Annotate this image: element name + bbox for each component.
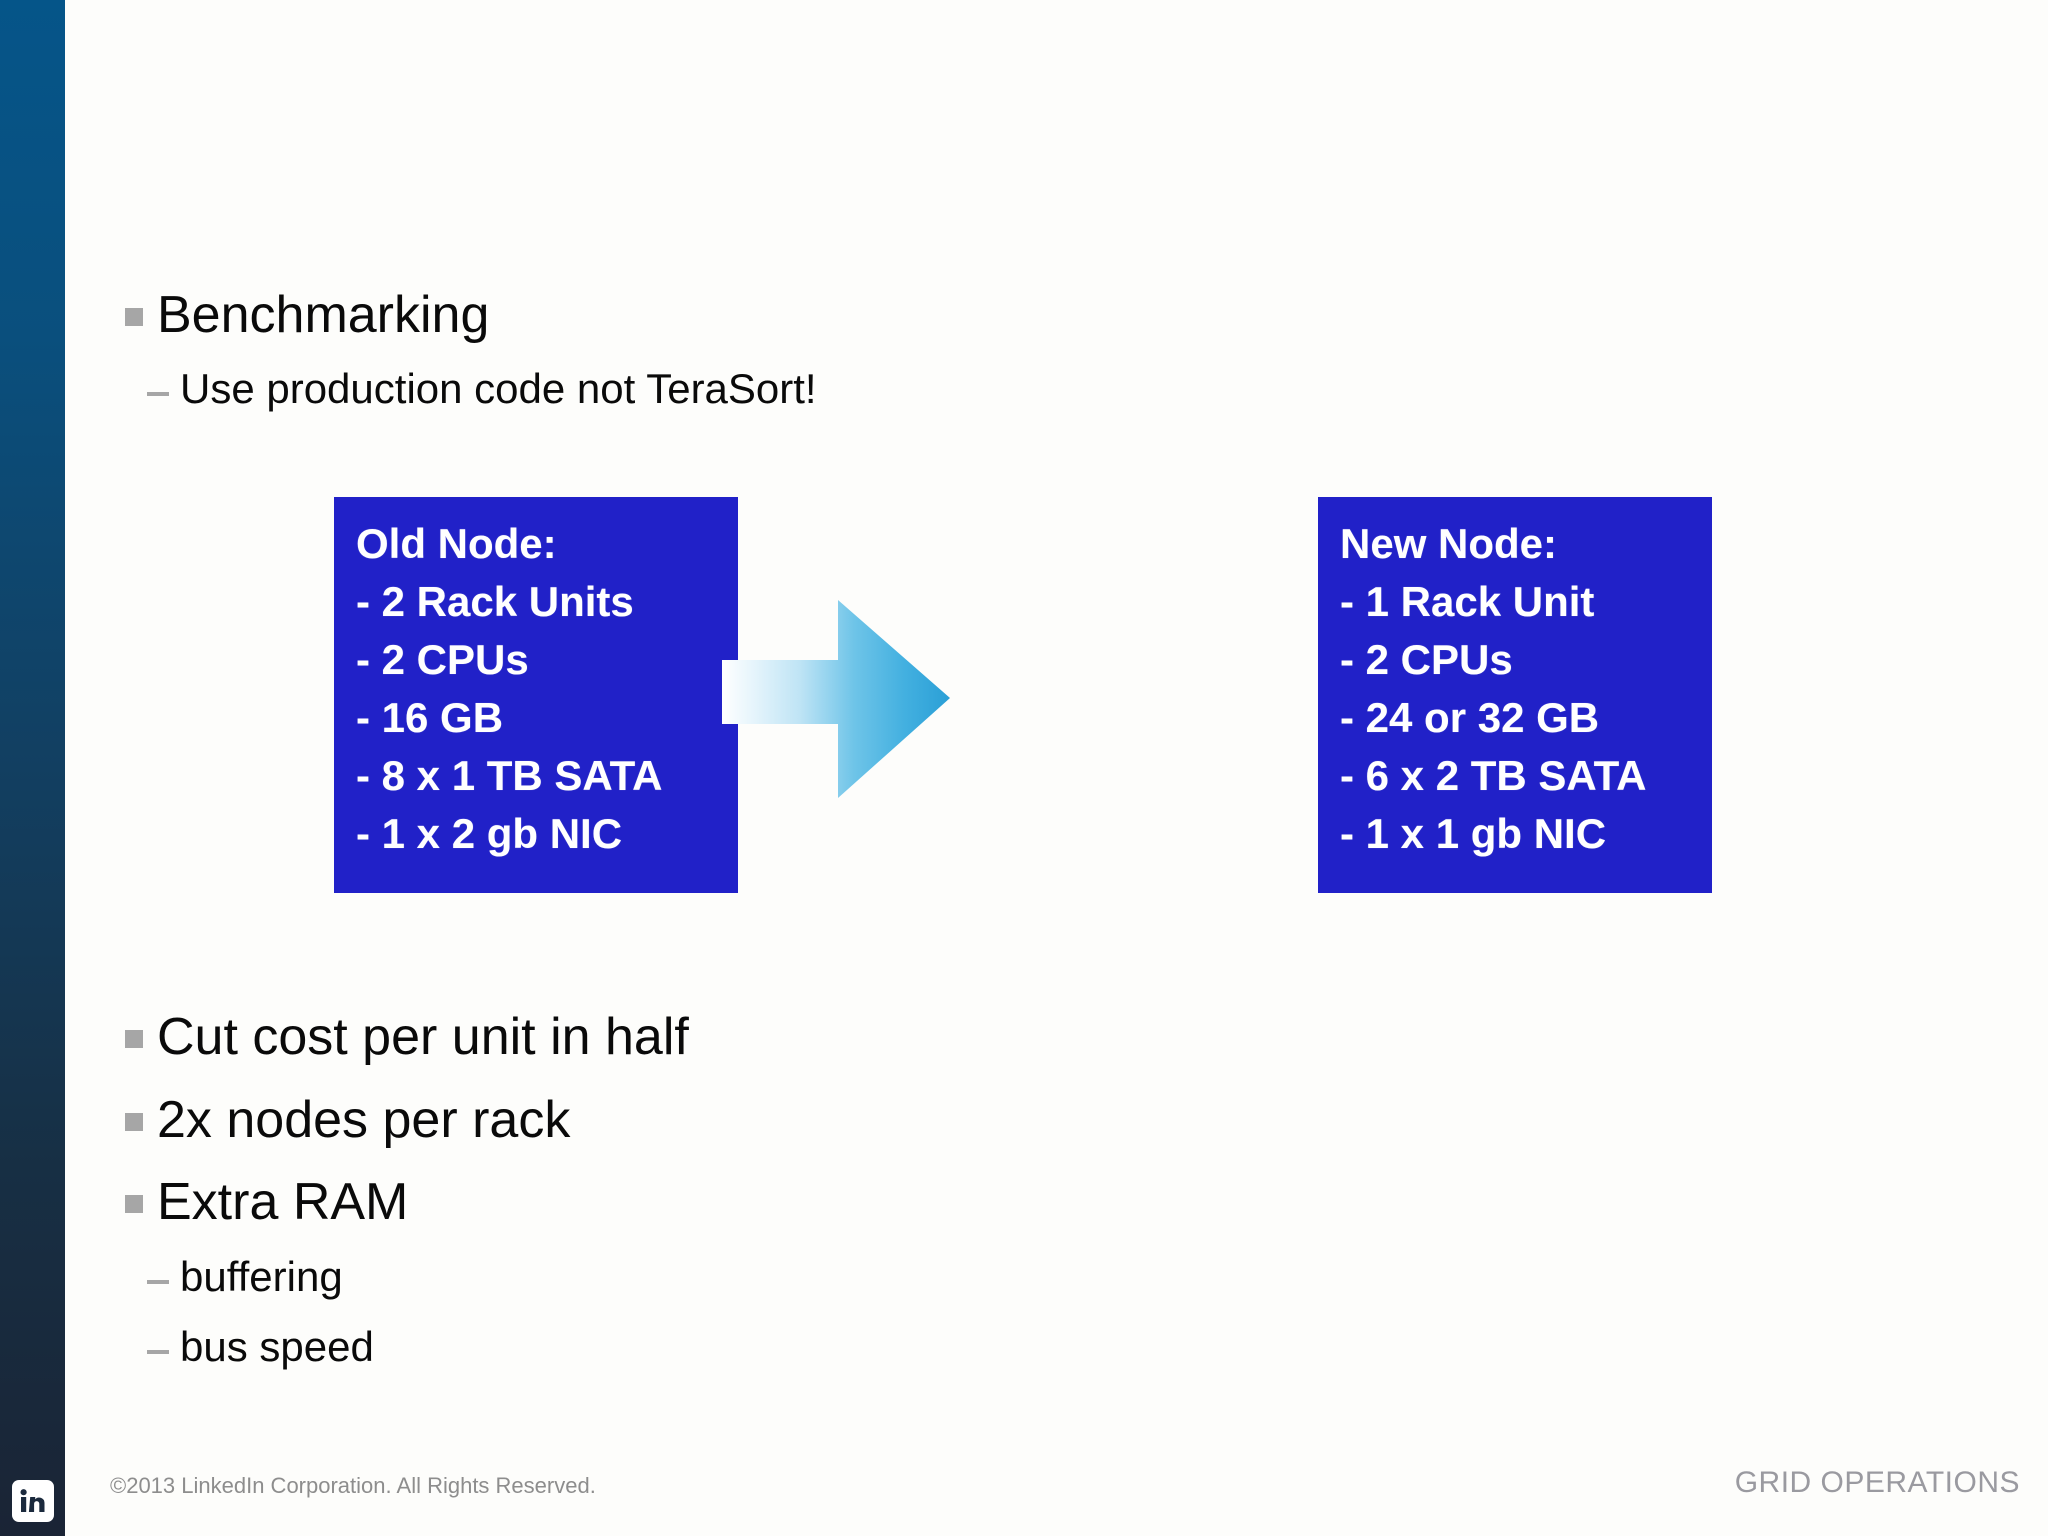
new-node-title: New Node: <box>1340 520 1558 567</box>
new-node-spec-cpu: - 2 CPUs <box>1340 636 1513 683</box>
old-node-spec-rack: - 2 Rack Units <box>356 578 634 625</box>
right-arrow-icon <box>720 598 952 800</box>
bullet-label: buffering <box>180 1253 343 1300</box>
bullet-cut-cost: Cut cost per unit in half <box>125 1008 689 1066</box>
square-bullet-icon <box>125 308 143 326</box>
bullet-label: Extra RAM <box>157 1173 409 1231</box>
new-node-spec-rack: - 1 Rack Unit <box>1340 578 1595 625</box>
square-bullet-icon <box>125 1030 143 1048</box>
new-node-spec-ram: - 24 or 32 GB <box>1340 694 1600 741</box>
linkedin-logo-icon <box>12 1480 54 1522</box>
copyright-notice: ©2013 LinkedIn Corporation. All Rights R… <box>110 1473 596 1498</box>
left-accent-bar <box>0 0 65 1536</box>
bullet-label: Use production code not TeraSort! <box>180 365 817 412</box>
bullet-bus-speed: bus speed <box>147 1324 374 1369</box>
bullet-2x-nodes: 2x nodes per rack <box>125 1091 571 1149</box>
dash-bullet-icon <box>147 392 169 396</box>
bullet-label: Cut cost per unit in half <box>157 1008 689 1066</box>
new-node-spec-disk: - 6 x 2 TB SATA <box>1340 752 1647 799</box>
bullet-label: 2x nodes per rack <box>157 1091 571 1149</box>
old-node-spec-ram: - 16 GB <box>356 694 504 741</box>
new-node-spec-box: New Node: - 1 Rack Unit - 2 CPUs - 24 or… <box>1318 497 1712 893</box>
bullet-benchmarking: Benchmarking <box>125 286 490 344</box>
bullet-extra-ram: Extra RAM <box>125 1173 409 1231</box>
slide-content: Benchmarking Use production code not Ter… <box>65 0 2048 1536</box>
bullet-use-production-code: Use production code not TeraSort! <box>147 366 817 411</box>
bullet-label: bus speed <box>180 1323 374 1370</box>
bullet-label: Benchmarking <box>157 286 490 344</box>
dash-bullet-icon <box>147 1280 169 1284</box>
section-label: GRID OPERATIONS <box>1734 1466 2020 1499</box>
old-node-spec-box: Old Node: - 2 Rack Units - 2 CPUs - 16 G… <box>334 497 738 893</box>
old-node-spec-nic: - 1 x 2 gb NIC <box>356 810 623 857</box>
square-bullet-icon <box>125 1113 143 1131</box>
old-node-spec-disk: - 8 x 1 TB SATA <box>356 752 663 799</box>
old-node-title: Old Node: <box>356 520 557 567</box>
bullet-buffering: buffering <box>147 1254 343 1299</box>
old-node-spec-cpu: - 2 CPUs <box>356 636 529 683</box>
square-bullet-icon <box>125 1195 143 1213</box>
dash-bullet-icon <box>147 1350 169 1354</box>
new-node-spec-nic: - 1 x 1 gb NIC <box>1340 810 1607 857</box>
